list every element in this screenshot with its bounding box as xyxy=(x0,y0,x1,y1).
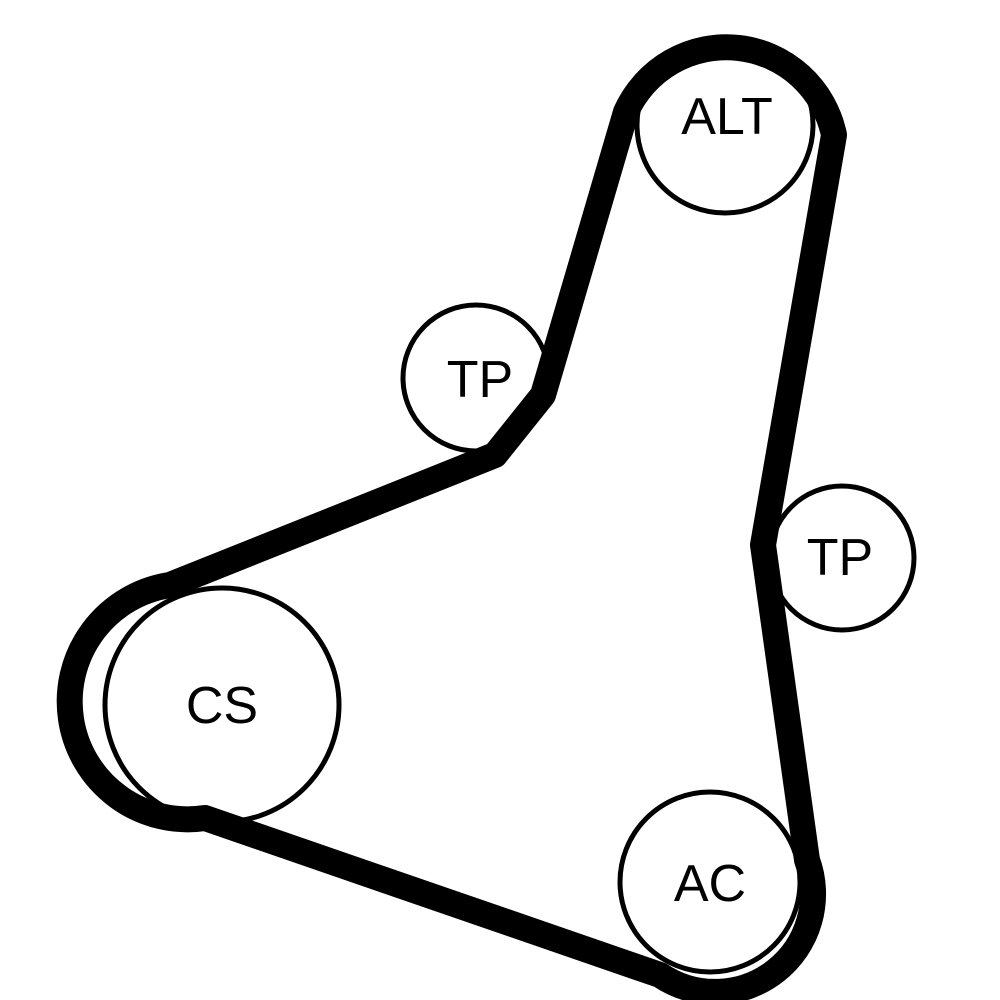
pulley-cs: CS xyxy=(102,585,342,825)
pulley-tp-right-label: TP xyxy=(807,529,873,587)
drive-belt xyxy=(56,34,847,1000)
pulley-ac-label: AC xyxy=(674,855,746,913)
pulley-alt: ALT xyxy=(634,34,816,216)
pulley-ac: AC xyxy=(617,789,803,975)
pulley-tp-upper-label: TP xyxy=(447,351,513,409)
pulley-alt-label: ALT xyxy=(681,88,773,146)
pulley-cs-label: CS xyxy=(186,677,258,735)
pulley-tp-right: TP xyxy=(767,483,917,633)
